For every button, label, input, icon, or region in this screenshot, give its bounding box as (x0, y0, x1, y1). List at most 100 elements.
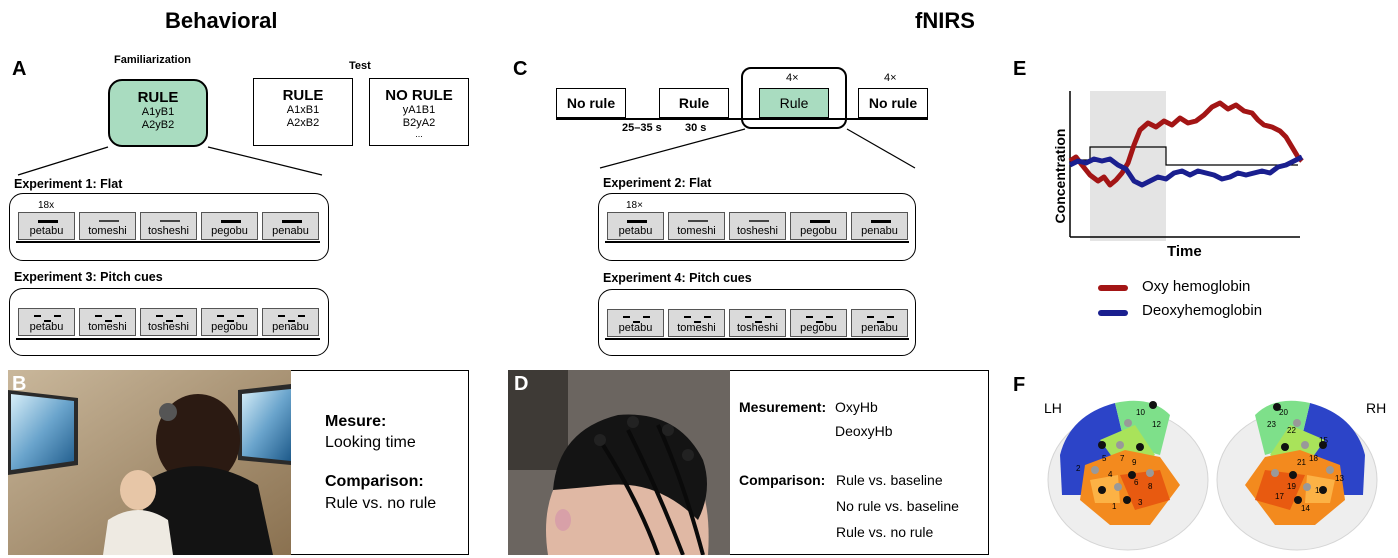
word-box: pegobu (201, 212, 258, 240)
test-rule-box: RULE A1xB1 A2xB2 (253, 78, 353, 146)
d-measure-label: Mesurement: (739, 399, 827, 415)
familiarization-label: Familiarization (114, 54, 192, 66)
pitch-mark (643, 316, 650, 318)
exp2-title: Experiment 2: Flat (603, 176, 712, 190)
word-box: petabu (607, 212, 664, 240)
flat-pitch-mark (38, 220, 58, 223)
channel-number: 23 (1267, 420, 1276, 429)
rep-label-2: 4× (884, 72, 897, 84)
flat-pitch-mark (749, 220, 769, 222)
test-label: Test (349, 60, 371, 72)
word-box: penabu (851, 212, 908, 240)
test-norule-line3: ... (415, 129, 423, 139)
panel-letter-f: F (1013, 374, 1026, 396)
fnirs-header: fNIRS (915, 8, 975, 33)
word-label: tomeshi (677, 322, 716, 334)
panel-letter-d: D (514, 373, 529, 395)
pitch-mark (227, 320, 234, 322)
exp1-title: Experiment 1: Flat (14, 177, 123, 191)
block-rule-highlight-frame (741, 67, 847, 129)
test-rule-title: RULE (282, 87, 324, 104)
d-comparison-value3: Rule vs. no rule (836, 524, 934, 540)
flat-pitch-mark (810, 220, 830, 223)
channel-number: 4 (1108, 470, 1113, 479)
d-comparison-label: Comparison: (739, 472, 826, 488)
flat-pitch-mark (627, 220, 647, 223)
channel-number: 7 (1120, 454, 1125, 463)
familiarization-rule-box: RULE A1yB1 A2yB2 (108, 79, 208, 147)
test-rule-line2: A2xB2 (286, 117, 320, 129)
zoom-lines-c (599, 128, 916, 169)
channel-number: 2 (1076, 464, 1081, 473)
exp1-frame (9, 193, 329, 261)
pitch-mark (877, 321, 884, 323)
channel-number: 21 (1297, 458, 1306, 467)
pitch-mark (44, 320, 51, 322)
b-measure-value: Looking time (325, 434, 416, 451)
panel-letter-c: C (513, 58, 528, 80)
x-axis-label: Time (1167, 243, 1202, 260)
pitch-mark (704, 316, 711, 318)
pitch-mark (237, 315, 244, 317)
word-box: tosheshi (729, 309, 786, 337)
behavioral-header: Behavioral (165, 8, 278, 33)
channel-number: 19 (1287, 482, 1296, 491)
word-box: tosheshi (140, 308, 197, 336)
channel-number: 9 (1132, 458, 1137, 467)
test-norule-box: NO RULE yA1B1 B2yA2 ... (369, 78, 469, 146)
rule-box-line1: A1yB1 (141, 106, 175, 118)
pitch-mark (745, 316, 752, 318)
flat-pitch-mark (688, 220, 708, 222)
channel-number: 22 (1287, 426, 1296, 435)
exp4-frame (598, 289, 916, 356)
word-label: petabu (29, 225, 64, 237)
rh-label: RH (1366, 400, 1387, 416)
legend-oxy-label: Oxy hemoglobin (1142, 278, 1251, 295)
exp1-repeat: 18x (38, 200, 55, 211)
b-comparison-label: Comparison: (325, 473, 424, 490)
word-label: petabu (618, 225, 653, 237)
word-box: tomeshi (668, 212, 725, 240)
lh-label: LH (1044, 400, 1062, 416)
d-comparison-value1: Rule vs. baseline (836, 472, 943, 488)
pitch-mark (694, 321, 701, 323)
word-label: pegobu (800, 322, 837, 334)
word-box: tosheshi (729, 212, 786, 240)
word-box: petabu (18, 212, 75, 240)
word-box: pegobu (790, 212, 847, 240)
pitch-mark (806, 316, 813, 318)
test-rule-line1: A1xB1 (286, 104, 320, 116)
flat-pitch-mark (160, 220, 180, 222)
channel-number: 12 (1152, 420, 1161, 429)
pitch-mark (288, 320, 295, 322)
word-label: pegobu (211, 225, 248, 237)
rule-box-title: RULE (137, 89, 179, 106)
channel-number: 18 (1309, 454, 1318, 463)
legend-oxy-swatch (1098, 285, 1128, 291)
channel-number: 8 (1148, 482, 1153, 491)
pitch-mark (765, 316, 772, 318)
channel-number: 14 (1301, 504, 1310, 513)
rule-box-line2: A2yB2 (141, 119, 175, 131)
channel-number: 3 (1138, 498, 1143, 507)
exp4-baseline (605, 338, 909, 340)
d-measure-value2: DeoxyHb (835, 423, 893, 439)
word-label: tosheshi (148, 321, 189, 333)
exp1-baseline (16, 241, 320, 243)
channel-number: 10 (1136, 408, 1145, 417)
b-measure-label: Mesure: (325, 413, 387, 430)
pitch-mark (34, 315, 41, 317)
word-label: petabu (29, 321, 64, 333)
exp2-frame (598, 193, 916, 261)
word-box: petabu (18, 308, 75, 336)
word-label: tomeshi (88, 225, 127, 237)
panel-letter-e: E (1013, 58, 1027, 80)
panel-d-photo (508, 370, 730, 555)
pitch-mark (105, 320, 112, 322)
word-label: tosheshi (737, 322, 778, 334)
pitch-mark (54, 315, 61, 317)
flat-pitch-mark (99, 220, 119, 222)
d-comparison-value2: No rule vs. baseline (836, 498, 959, 514)
